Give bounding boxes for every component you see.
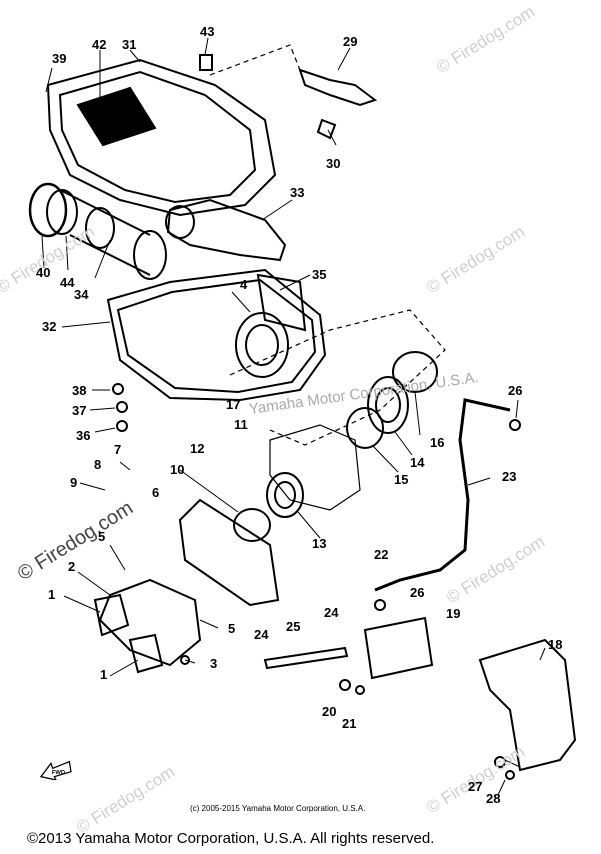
callout-17: 17 — [226, 397, 241, 412]
callout-24: 24 — [254, 627, 269, 642]
callout-30: 30 — [326, 156, 341, 171]
callout-6: 6 — [152, 485, 160, 500]
callout-42: 42 — [92, 37, 107, 52]
valve-19 — [363, 616, 434, 680]
callout-28: 28 — [486, 791, 501, 806]
hose-23 — [374, 398, 511, 592]
callout-36: 36 — [76, 428, 91, 443]
label-plate — [76, 86, 157, 147]
callout-5: 5 — [98, 529, 106, 544]
duct — [166, 198, 287, 262]
airbox-case — [106, 268, 327, 402]
callout-37: 37 — [72, 403, 87, 418]
callout-7: 7 — [114, 442, 122, 457]
plate-6 — [178, 498, 280, 607]
callout-26: 26 — [410, 585, 425, 600]
fwd-arrow-icon: FWD — [39, 760, 72, 780]
callout-4: 4 — [240, 277, 248, 292]
copyright-small: (c) 2005-2015 Yamaha Motor Corporation, … — [190, 804, 366, 813]
callout-9: 9 — [70, 475, 78, 490]
callout-32: 32 — [42, 319, 57, 334]
callout-33: 33 — [290, 185, 305, 200]
callout-44: 44 — [60, 275, 75, 290]
bracket-29 — [298, 68, 378, 107]
callout-19: 19 — [446, 606, 461, 621]
callout-35: 35 — [312, 267, 327, 282]
air-filter-element — [235, 312, 289, 378]
callout-23: 23 — [502, 469, 517, 484]
callout-5: 5 — [228, 621, 236, 636]
callout-12: 12 — [190, 441, 205, 456]
callout-21: 21 — [342, 716, 357, 731]
callout-10: 10 — [170, 462, 185, 477]
callout-26: 26 — [508, 383, 523, 398]
callout-27: 27 — [468, 779, 483, 794]
callout-40: 40 — [36, 265, 51, 280]
copyright-footer: ©2013 Yamaha Motor Corporation, U.S.A. A… — [27, 830, 435, 847]
callout-31: 31 — [122, 37, 137, 52]
callout-11: 11 — [234, 417, 248, 432]
callout-14: 14 — [410, 455, 425, 470]
callout-20: 20 — [322, 704, 337, 719]
intake-tube — [133, 230, 167, 280]
callout-29: 29 — [343, 34, 358, 49]
intake-funnel — [28, 182, 68, 238]
callout-2: 2 — [68, 559, 76, 574]
callout-1: 1 — [48, 587, 56, 602]
callout-16: 16 — [430, 435, 445, 450]
callout-3: 3 — [210, 656, 218, 671]
callout-8: 8 — [94, 457, 102, 472]
callout-25: 25 — [286, 619, 301, 634]
callout-18: 18 — [548, 637, 563, 652]
callout-22: 22 — [374, 547, 389, 562]
bracket-18 — [478, 638, 577, 772]
manifold — [98, 578, 202, 667]
callout-34: 34 — [74, 287, 89, 302]
callout-39: 39 — [52, 51, 67, 66]
joint-14 — [367, 376, 409, 434]
joint-13 — [266, 472, 304, 518]
callout-43: 43 — [200, 24, 215, 39]
fwd-label: FWD — [52, 770, 65, 776]
callout-38: 38 — [72, 383, 87, 398]
clamp-15 — [346, 407, 384, 449]
airbox-cover — [46, 58, 277, 217]
callout-1: 1 — [100, 667, 108, 682]
callout-15: 15 — [394, 472, 409, 487]
callout-24: 24 — [324, 605, 339, 620]
callout-13: 13 — [312, 536, 327, 551]
